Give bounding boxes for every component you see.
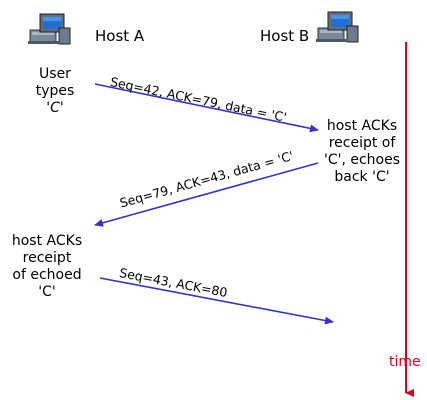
note-line: 'C' xyxy=(38,284,56,300)
note-line: host ACKs xyxy=(326,118,398,134)
computer-icon xyxy=(316,11,359,43)
note-line: back 'C' xyxy=(334,169,390,185)
host-a-label: Host A xyxy=(95,27,145,45)
note-line: receipt xyxy=(22,250,72,266)
note-user-types: User types 'C' xyxy=(24,66,86,117)
note-host-b-ack: host ACKs receipt of 'C', echoes back 'C… xyxy=(316,118,408,186)
computer-icon xyxy=(28,13,71,45)
time-label: time xyxy=(389,354,421,370)
note-line: User xyxy=(39,66,71,82)
note-line: 'C' xyxy=(46,100,64,116)
host-b-label: Host B xyxy=(260,27,310,45)
note-host-a-ack: host ACKs receipt of echoed 'C' xyxy=(4,233,90,301)
note-line: types xyxy=(35,83,75,99)
message-arrow-3 xyxy=(99,277,334,325)
message-arrow-2 xyxy=(94,162,319,227)
note-line: 'C', echoes xyxy=(323,152,401,168)
note-line: host ACKs xyxy=(11,233,83,249)
message-arrow-1 xyxy=(94,83,319,133)
note-line: of echoed xyxy=(12,267,82,283)
note-line: receipt of xyxy=(328,135,396,151)
